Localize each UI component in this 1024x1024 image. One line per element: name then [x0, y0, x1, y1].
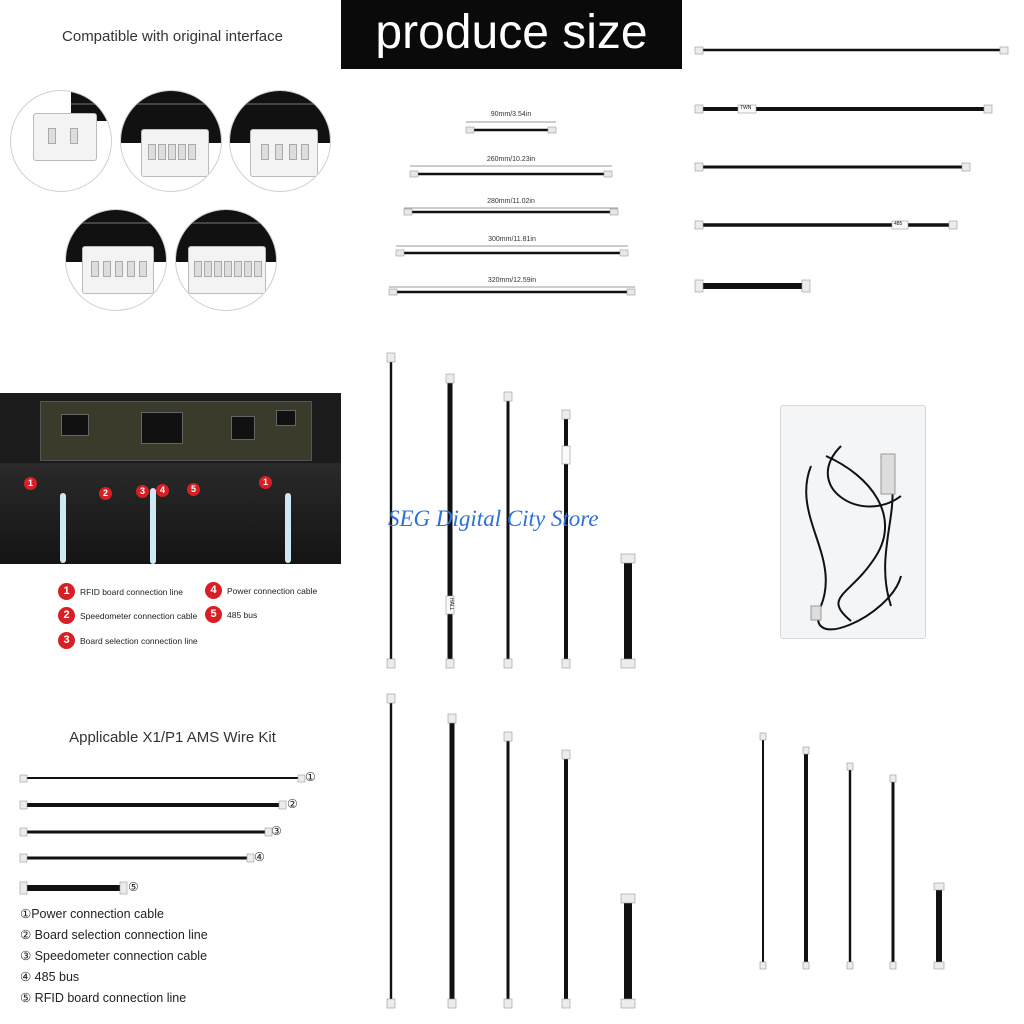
badge-1: 1 — [24, 477, 37, 490]
kit-num: ④ — [254, 850, 265, 864]
size-label: 320mm/12.59in — [487, 277, 537, 284]
pcb-photo: 1 2 3 4 5 1 — [0, 393, 341, 564]
connector-2pin-image — [10, 90, 112, 192]
compat-title: Compatible with original interface — [62, 28, 283, 45]
kit-item: ①Power connection cable — [20, 907, 164, 921]
badge-1b: 1 — [259, 476, 272, 489]
kit-item: ⑤ RFID board connection line — [20, 991, 187, 1005]
badge-5: 5 — [187, 483, 200, 496]
connector-7pin-image — [175, 209, 277, 311]
kit-item: ② Board selection connection line — [20, 928, 208, 942]
cable-tag: 485 — [894, 221, 903, 227]
pcb-board — [40, 401, 312, 461]
size-label: 300mm/11.81in — [488, 236, 536, 243]
badge-3: 3 — [136, 485, 149, 498]
kit-item: ④ 485 bus — [20, 970, 80, 984]
size-label: 280mm/11.02in — [487, 198, 535, 205]
kit-title: Applicable X1/P1 AMS Wire Kit — [69, 729, 276, 746]
kit-num: ⑤ — [128, 880, 139, 894]
size-label: 90mm/3.54in — [490, 111, 532, 118]
kit-num: ① — [305, 770, 316, 784]
connector-5pin-image — [65, 209, 167, 311]
connector-4pin-image — [229, 90, 331, 192]
connector-6pin-image — [120, 90, 222, 192]
kit-num: ③ — [271, 824, 282, 838]
store-watermark: SEG Digital City Store — [388, 506, 599, 531]
badge-2: 2 — [99, 487, 112, 500]
cable-tag: TWN — [740, 105, 752, 111]
kit-item: ③ Speedometer connection cable — [20, 949, 208, 963]
packaged-bag-image — [780, 405, 926, 639]
produce-size-banner: produce size — [341, 0, 682, 69]
kit-num: ② — [287, 797, 298, 811]
badge-4: 4 — [156, 484, 169, 497]
size-label: 260mm/10.23in — [486, 156, 536, 163]
cable-tag: HALL — [448, 598, 454, 611]
